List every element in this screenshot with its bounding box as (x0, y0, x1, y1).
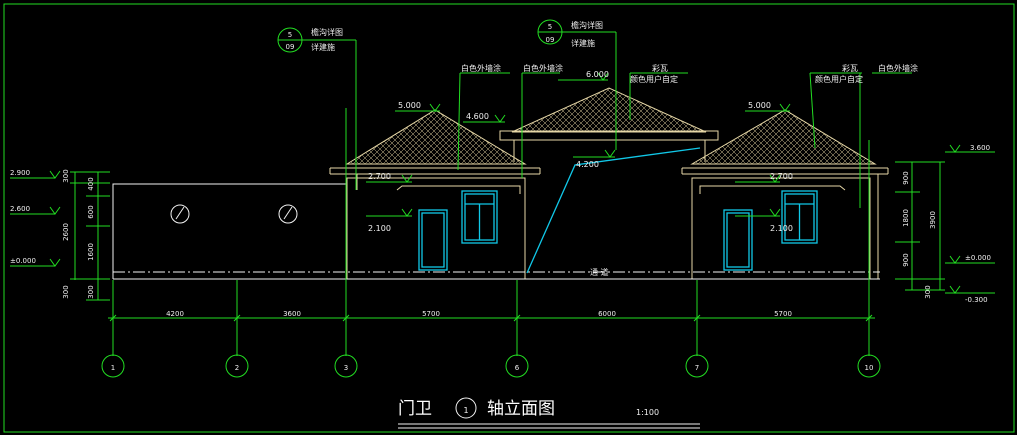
right-dimensions (895, 144, 995, 294)
note-tile-2-sub: 颜色用户自定 (815, 74, 863, 84)
rdim-1800: 1800 (902, 209, 910, 227)
right-roof (690, 109, 877, 165)
drawing-frame (3, 3, 1015, 433)
right-door (723, 209, 753, 271)
axis-bubble-10: 10 (857, 354, 881, 378)
elev-5000-right: 5.000 (748, 101, 771, 110)
elev-right-zero: ±0.000 (965, 254, 991, 262)
fence-wall (112, 183, 347, 279)
svg-text:6: 6 (515, 364, 520, 372)
elev-4200: 4.200 (576, 160, 599, 169)
dim-6000: 6000 (598, 310, 616, 318)
elev-2900: 2.900 (10, 169, 30, 177)
ldim-600: 600 (87, 205, 95, 218)
elev-6000: 6.000 (586, 70, 609, 79)
callout-left: 5 09 檐沟详图 详建施 (277, 27, 343, 53)
svg-text:7: 7 (695, 364, 699, 372)
axis-bubble-7: 7 (685, 354, 709, 378)
elev-2700-left: 2.700 (368, 172, 391, 181)
building (112, 87, 889, 280)
left-roof (345, 109, 527, 165)
note-white-wall-1: 白色外墙涂 (461, 63, 501, 73)
round-vent-1 (170, 204, 190, 224)
ldim-2600: 2600 (62, 223, 70, 241)
svg-text:09: 09 (546, 36, 555, 44)
svg-text:2: 2 (235, 364, 239, 372)
svg-text:09: 09 (286, 43, 295, 51)
elev-2600: 2.600 (10, 205, 30, 213)
axis-bubble-1: 1 (101, 354, 125, 378)
dim-3600: 3600 (283, 310, 301, 318)
dim-5700-b: 5700 (774, 310, 792, 318)
elev-2700-right: 2.700 (770, 172, 793, 181)
left-door (418, 209, 448, 271)
svg-text:3: 3 (344, 364, 348, 372)
svg-text:详建施: 详建施 (571, 38, 595, 48)
svg-text:5: 5 (288, 31, 292, 39)
svg-text:1: 1 (111, 364, 115, 372)
note-white-wall-2: 白色外墙涂 (523, 63, 563, 73)
axis-bubble-2: 2 (225, 354, 249, 378)
rdim-900-top: 900 (902, 171, 910, 184)
passage-label: 通 道 (590, 267, 609, 277)
rdim-300: 300 (924, 285, 932, 298)
left-window (461, 190, 498, 244)
title-main: 轴立面图 (487, 399, 555, 419)
note-tile-1: 彩瓦 (652, 63, 668, 73)
left-dimensions (10, 170, 110, 301)
svg-text:10: 10 (865, 364, 874, 372)
drawing-title: 门卫 1 轴立面图 1:100 (398, 397, 700, 429)
roof-tile-hatch (347, 88, 875, 164)
gate-tie-line (526, 147, 701, 274)
svg-text:檐沟详图: 檐沟详图 (311, 27, 343, 37)
dim-5700-a: 5700 (422, 310, 440, 318)
note-tile-1-sub: 颜色用户自定 (630, 74, 678, 84)
center-roof (511, 87, 707, 133)
elev-2100-left: 2.100 (368, 224, 391, 233)
svg-text:檐沟详图: 檐沟详图 (571, 20, 603, 30)
dim-4200: 4200 (166, 310, 184, 318)
rdim-900-bot: 900 (902, 253, 910, 266)
ldim-300-bot: 300 (87, 285, 95, 298)
drawing-scale: 1:100 (636, 408, 659, 417)
title-prefix: 门卫 (398, 399, 432, 419)
ldim-400: 400 (87, 177, 95, 190)
elev-5000-left: 5.000 (398, 101, 421, 110)
elev-4600: 4.600 (466, 112, 489, 121)
axis-bubble-3: 3 (334, 354, 358, 378)
title-number: 1 (463, 406, 468, 415)
right-window (781, 190, 818, 244)
elev-neg-0300: -0.300 (965, 296, 988, 304)
note-white-wall-3: 白色外墙涂 (878, 63, 918, 73)
svg-text:5: 5 (548, 23, 552, 31)
leaders (300, 31, 912, 208)
ldim-1600: 1600 (87, 243, 95, 261)
elev-2100-right: 2.100 (770, 224, 793, 233)
ldim-300-top: 300 (62, 169, 70, 182)
elev-left-zero: ±0.000 (10, 257, 36, 265)
elevation-marks (366, 72, 791, 217)
ldim-300-mid: 300 (62, 285, 70, 298)
callout-middle: 5 09 檐沟详图 详建施 (537, 19, 603, 48)
round-vent-2 (278, 204, 298, 224)
axis-lines (108, 108, 875, 356)
rdim-3900: 3900 (929, 211, 937, 229)
note-tile-2: 彩瓦 (842, 63, 858, 73)
axis-bubble-6: 6 (505, 354, 529, 378)
elev-3600: 3.600 (970, 144, 990, 152)
svg-text:详建施: 详建施 (311, 42, 335, 52)
